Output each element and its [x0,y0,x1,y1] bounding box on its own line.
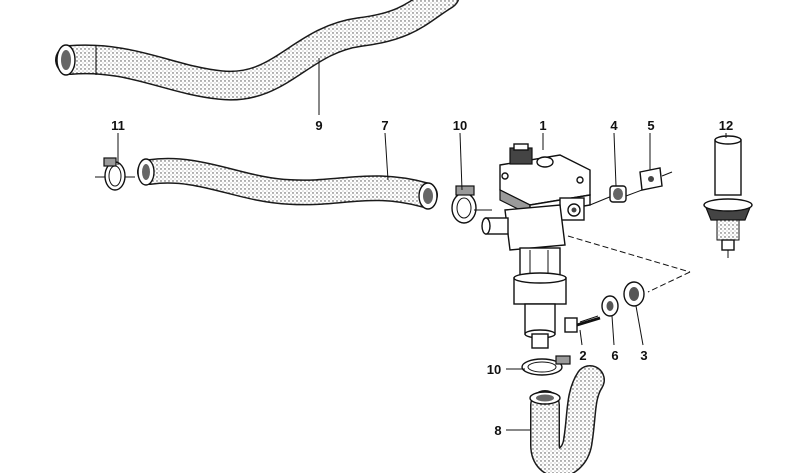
callout-10-lower: 10 [487,362,501,377]
washer-6 [601,295,619,317]
nut-4 [589,185,627,206]
screw-2 [564,315,601,333]
callout-12: 12 [719,118,733,133]
hose-8 [529,365,605,473]
callout-3: 3 [640,348,647,363]
temperature-sensor-12 [703,135,753,258]
callout-4: 4 [610,118,618,133]
callout-7: 7 [381,118,388,133]
callout-6: 6 [611,348,618,363]
callout-10-upper: 10 [453,118,467,133]
assembly-guide-lines [567,235,691,293]
bracket-5 [625,167,673,197]
callout-5: 5 [647,118,654,133]
callout-9: 9 [315,118,322,133]
callout-2: 2 [579,348,586,363]
callout-11: 11 [111,118,125,133]
callout-labels: 9 7 11 10 1 4 5 12 2 6 3 10 8 [111,118,733,438]
leader-lines [117,58,727,431]
hose-9 [55,0,460,101]
hose-clamp-10-lower [521,355,571,376]
hose-clamp-11 [95,157,135,191]
valve-assembly-1 [481,143,591,349]
hose-clamp-10-upper [451,185,492,224]
hose-7 [137,157,438,210]
callout-8: 8 [494,423,501,438]
grommet-3 [623,281,645,307]
callout-1: 1 [539,118,546,133]
